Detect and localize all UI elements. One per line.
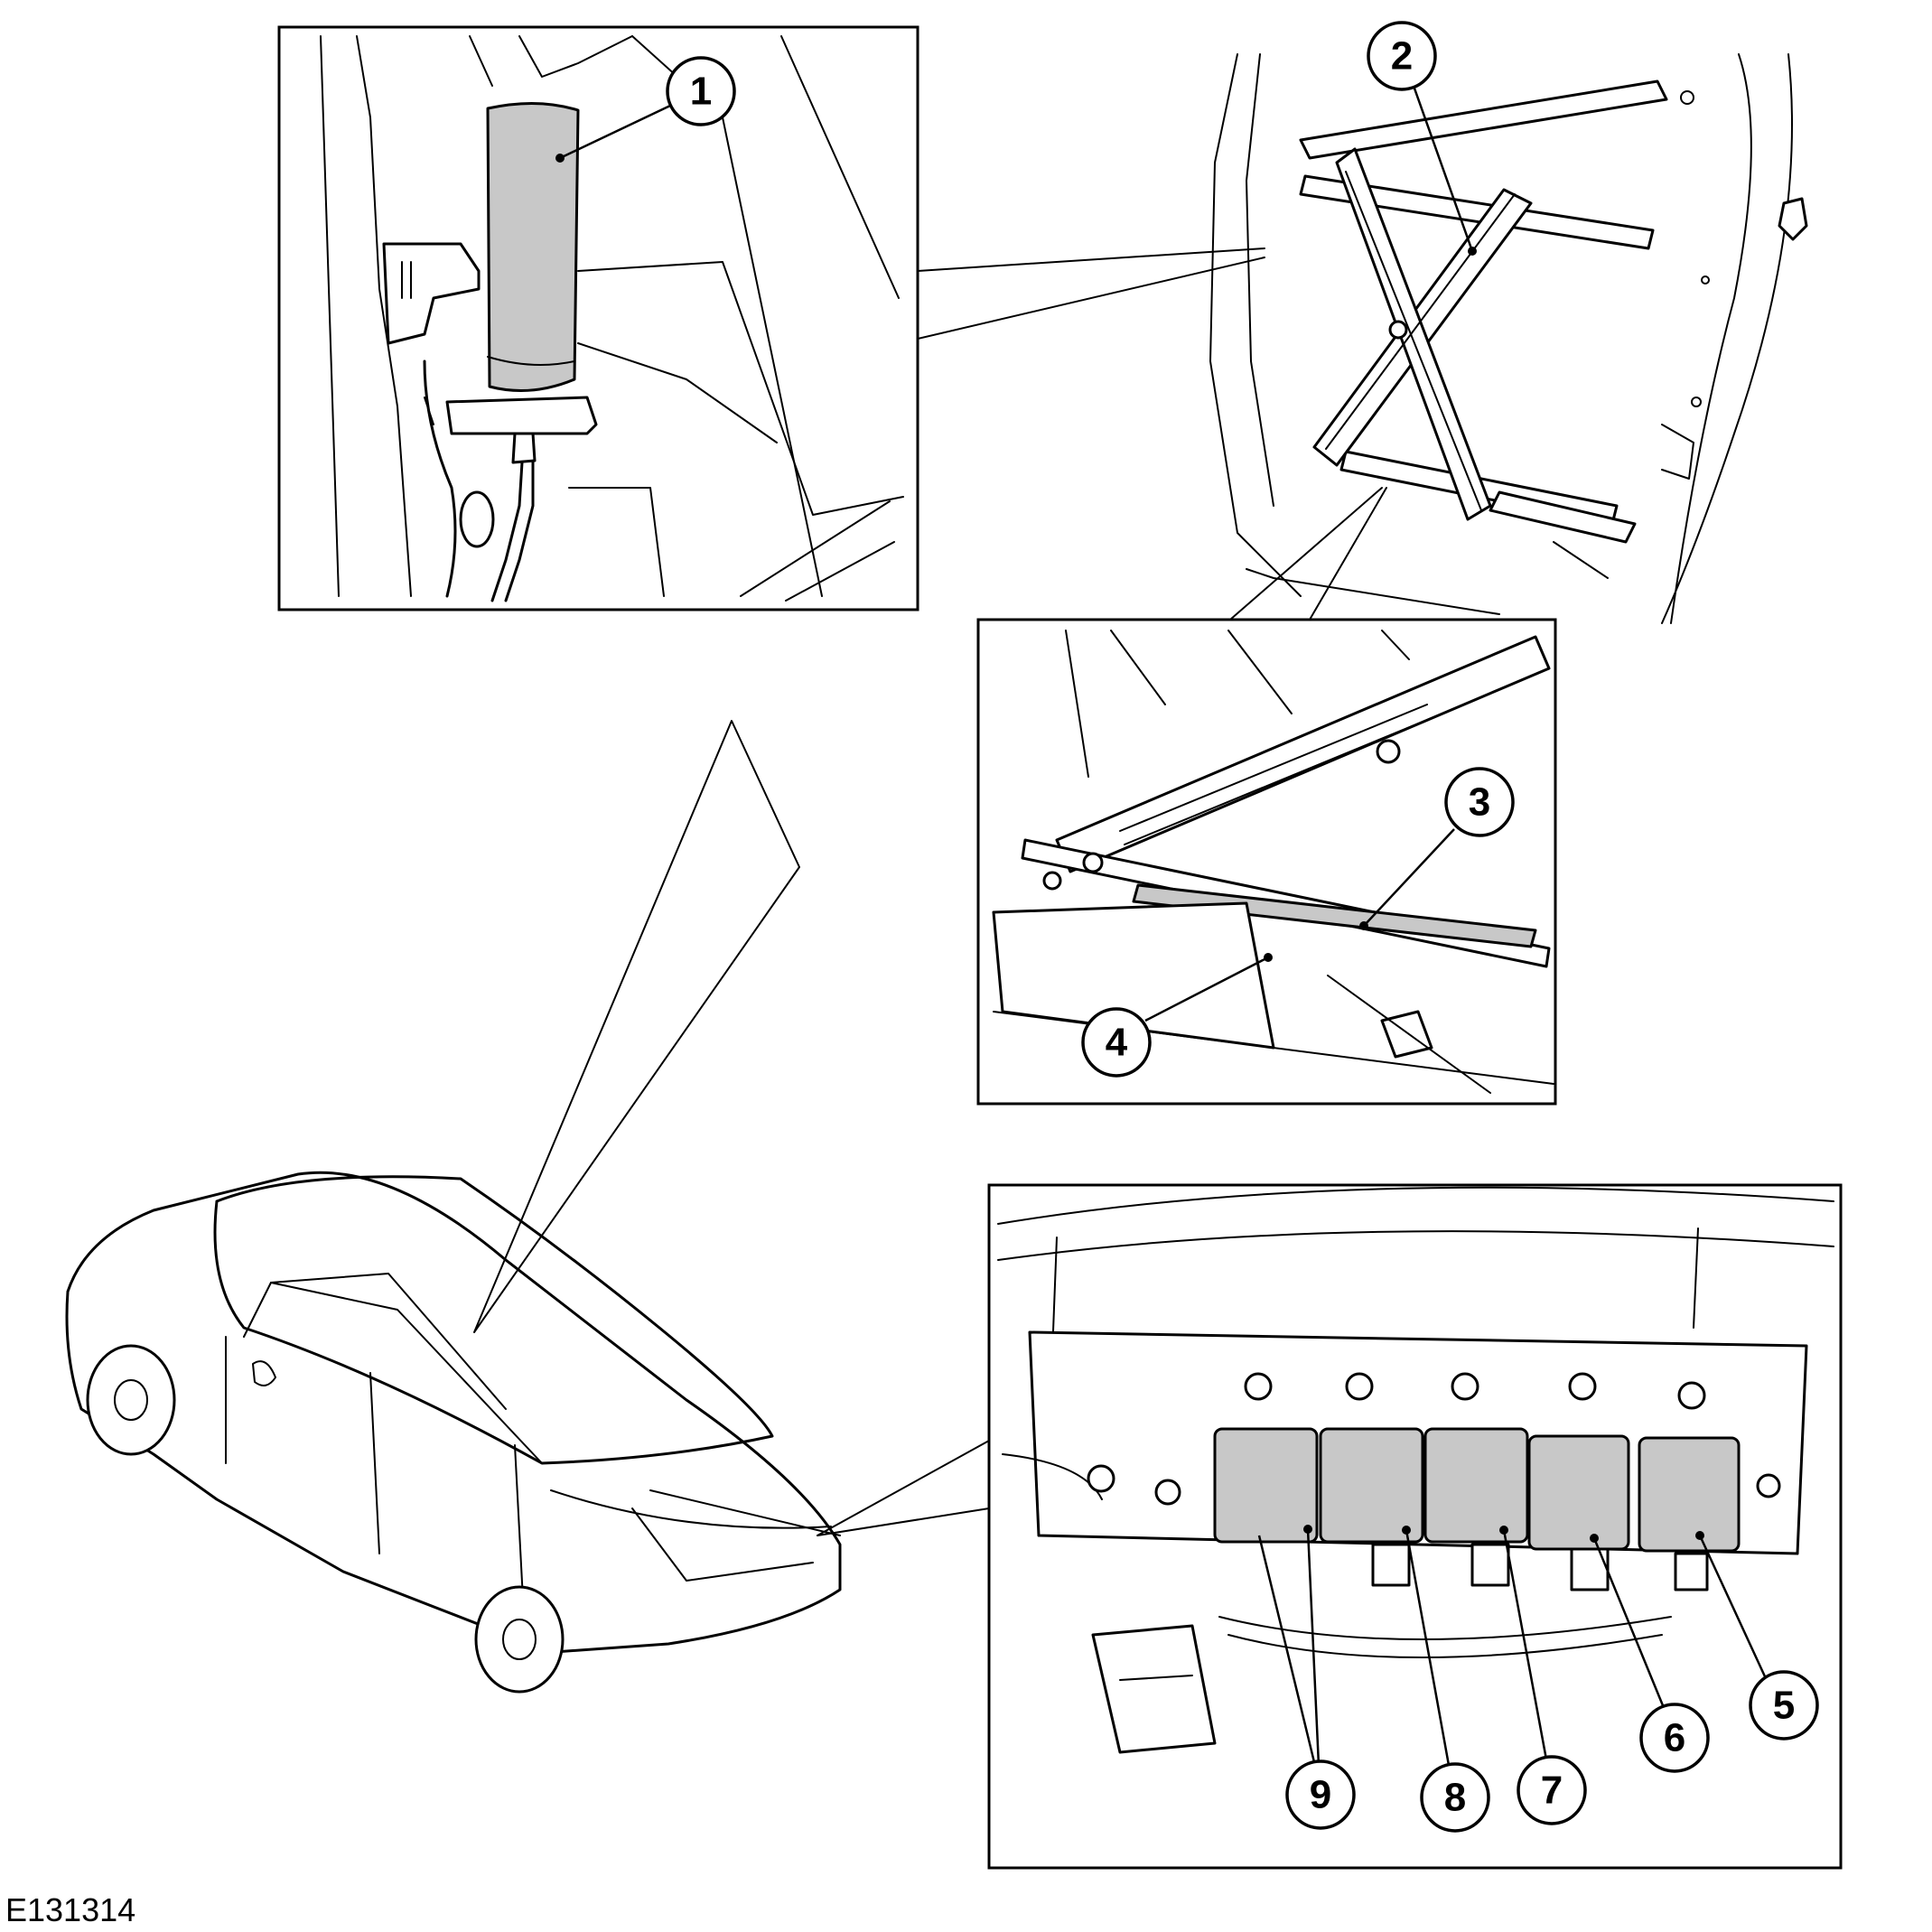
svg-text:4: 4 [1106,1021,1128,1065]
callout-5: 5 [1695,1531,1819,1741]
relay-6 [1527,1434,1630,1551]
callout-7: 7 [1499,1526,1587,1825]
canister-component [486,101,580,392]
rail-component [1132,883,1537,948]
rear-wheel [474,1585,565,1694]
svg-text:6: 6 [1664,1716,1685,1760]
callout-9: 9 [1257,1525,1356,1830]
callout-8: 8 [1402,1526,1490,1833]
callout-4: 4 [1081,953,1273,1078]
relay-studs [1244,1372,1706,1410]
vehicle-overview [65,720,990,1694]
svg-text:3: 3 [1469,780,1490,825]
figure-reference-id: E131314 [5,1891,136,1928]
relay-9 [1213,1427,1319,1544]
callout-2: 2 [1367,21,1477,256]
panel-3-detail [976,618,1557,1106]
svg-text:2: 2 [1391,34,1413,79]
svg-text:5: 5 [1773,1684,1795,1728]
callout-1: 1 [555,56,736,163]
svg-text:7: 7 [1541,1769,1563,1813]
svg-text:1: 1 [690,70,712,114]
relay-8 [1319,1427,1424,1544]
panel-4-detail [987,1183,1843,1870]
front-wheel [86,1344,176,1456]
callout-3: 3 [1359,767,1515,930]
relay-5 [1638,1436,1741,1553]
scissor-jack-arm-b [1335,147,1492,521]
panel-1-detail [277,25,919,611]
svg-text:9: 9 [1310,1773,1331,1817]
relay-7 [1423,1427,1529,1544]
panel-2-detail [1209,53,1808,624]
panel-connectors [917,247,1387,621]
svg-text:8: 8 [1444,1776,1466,1820]
callout-6: 6 [1590,1534,1710,1773]
